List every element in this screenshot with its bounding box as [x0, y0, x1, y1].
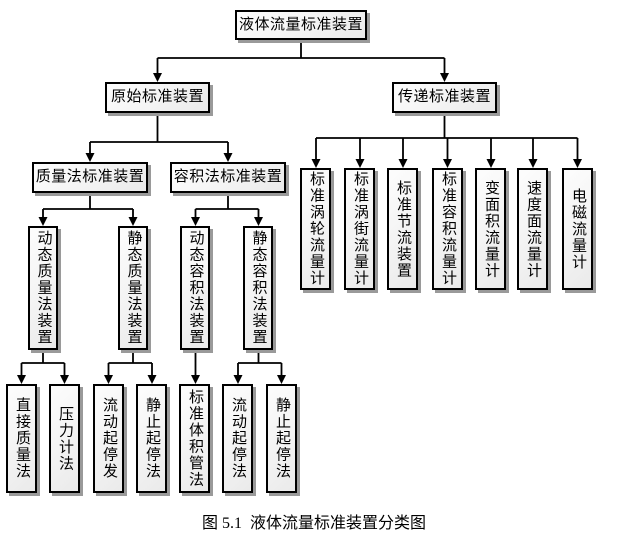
connector-lines	[20, 40, 579, 376]
node-variable-area-flowmeter: 变面积流量计	[475, 168, 506, 290]
figure-caption: 图 5.1 液体流量标准装置分类图	[201, 515, 426, 532]
node-pressure-gauge-method: 压力计法	[49, 384, 80, 493]
node-standard-volumetric-flowmeter: 标准容积流量计	[432, 168, 463, 290]
node-standard-vortex-flowmeter: 标准涡街流量计	[344, 168, 375, 290]
node-static-mass-device: 静态质量法装置	[118, 226, 148, 350]
node-standard-volume-tube-method: 标准体积管法	[179, 384, 210, 493]
node-flowing-start-stop-volume: 流动起停法	[222, 384, 253, 493]
node-dynamic-volume-device: 动态容积法装置	[180, 226, 210, 350]
node-primary-standard: 原始标准装置	[105, 82, 210, 113]
node-standing-start-stop-mass: 静止起停法	[136, 384, 167, 493]
node-flowing-start-stop-mass: 流动起停发	[93, 384, 124, 493]
node-standard-throttle-device: 标准节流装置	[387, 168, 418, 290]
node-root: 液体流量标准装置	[235, 10, 367, 40]
node-volume-method: 容积法标准装置	[170, 162, 286, 193]
node-direct-mass-method: 直接质量法	[6, 384, 37, 493]
node-electromagnetic-flowmeter: 电磁流量计	[562, 168, 593, 290]
node-transfer-standard: 传递标准装置	[392, 82, 497, 113]
node-static-volume-device: 静态容积法装置	[243, 226, 273, 350]
node-standard-turbine-flowmeter: 标准涡轮流量计	[300, 168, 331, 290]
node-velocity-area-flowmeter: 速度面流量计	[517, 168, 548, 290]
node-mass-method: 质量法标准装置	[32, 162, 148, 193]
node-standing-start-stop-volume: 静止起停法	[266, 384, 297, 493]
node-dynamic-mass-device: 动态质量法装置	[28, 226, 58, 350]
